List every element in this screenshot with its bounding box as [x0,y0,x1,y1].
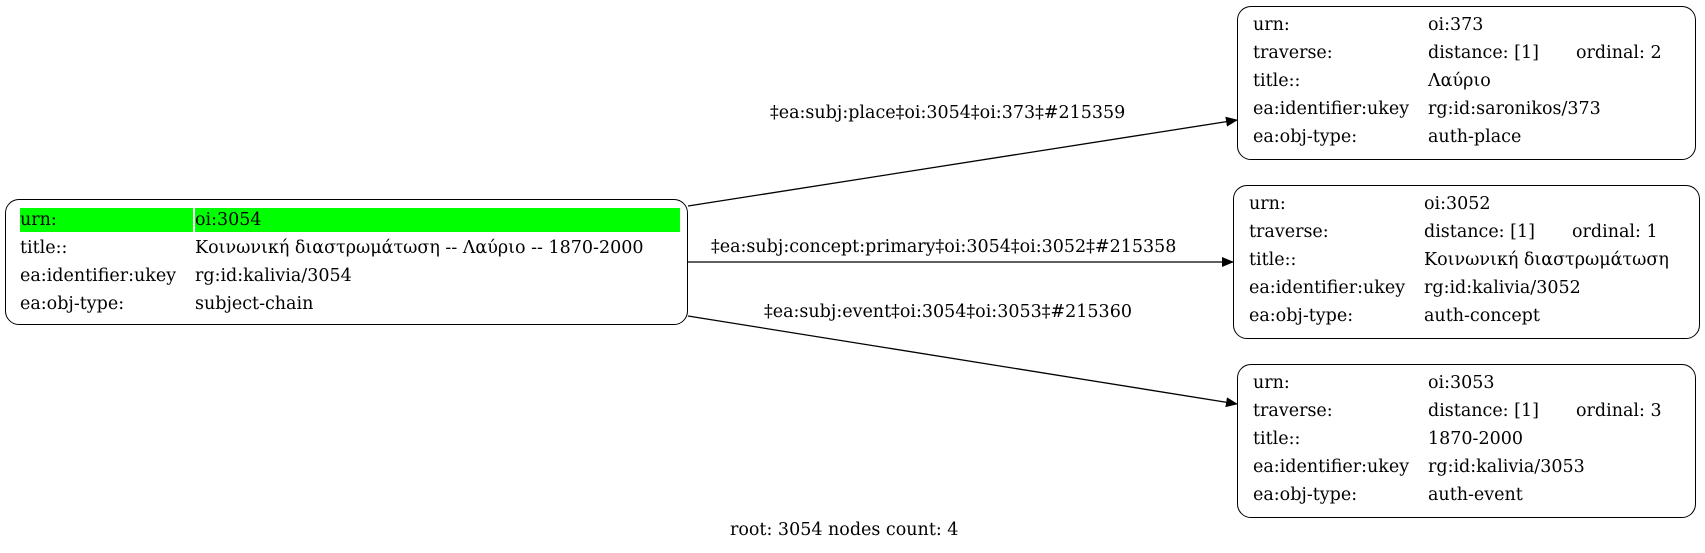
ordinal-value: ordinal: 3 [1576,401,1662,421]
edge-label-place: ‡ea:subj:place‡oi:3054‡oi:373‡#215359 [770,103,1126,123]
urn-key: urn: [1253,373,1290,393]
urn-value: oi:373 [1428,15,1484,35]
title-value: Κοινωνική διαστρωμάτωση -- Λαύριο -- 187… [195,238,644,258]
distance-value: distance: [1] [1424,222,1535,242]
node-place[interactable]: urn: oi:373 traverse: distance: [1] ordi… [1237,6,1696,160]
ukey-key: ea:identifier:ukey [1249,278,1406,298]
title-key: title:: [1249,250,1297,270]
type-key: ea:obj-type: [1249,306,1354,326]
urn-key: urn: [1249,194,1286,214]
title-key: title:: [1253,429,1301,449]
ukey-key: ea:identifier:ukey [20,266,177,286]
ordinal-value: ordinal: 2 [1576,43,1662,63]
node-event[interactable]: urn: oi:3053 traverse: distance: [1] ord… [1237,364,1696,518]
type-value: auth-concept [1424,306,1540,326]
edge-event [687,315,1238,408]
distance-value: distance: [1] [1428,401,1539,421]
traverse-key: traverse: [1253,401,1333,421]
title-key: title:: [1253,71,1301,91]
title-value: Λαύριο [1428,71,1491,91]
title-key: title:: [20,238,68,258]
ukey-value: rg:id:saronikos/373 [1428,99,1601,119]
graph-footer: root: 3054 nodes count: 4 [730,520,959,540]
type-key: ea:obj-type: [20,294,125,314]
edge-label-event: ‡ea:subj:event‡oi:3054‡oi:3053‡#215360 [764,302,1132,322]
urn-key: urn: [1253,15,1290,35]
title-value: 1870-2000 [1428,429,1523,449]
ukey-value: rg:id:kalivia/3052 [1424,278,1581,298]
edge-place [687,116,1238,207]
title-value: Κοινωνική διαστρωμάτωση [1424,250,1669,270]
ordinal-value: ordinal: 1 [1572,222,1658,242]
type-key: ea:obj-type: [1253,485,1358,505]
urn-value: oi:3054 [195,208,680,232]
type-key: ea:obj-type: [1253,127,1358,147]
traverse-key: traverse: [1249,222,1329,242]
node-concept[interactable]: urn: oi:3052 traverse: distance: [1] ord… [1233,185,1700,339]
urn-value: oi:3053 [1428,373,1495,393]
row-urn: urn: oi:3054 [20,208,680,232]
type-value: auth-place [1428,127,1522,147]
edge-label-concept: ‡ea:subj:concept:primary‡oi:3054‡oi:3052… [711,237,1177,257]
ukey-value: rg:id:kalivia/3053 [1428,457,1585,477]
urn-key: urn: [20,208,193,232]
urn-value: oi:3052 [1424,194,1491,214]
ukey-key: ea:identifier:ukey [1253,457,1410,477]
type-value: auth-event [1428,485,1523,505]
ukey-value: rg:id:kalivia/3054 [195,266,352,286]
type-value: subject-chain [195,294,314,314]
distance-value: distance: [1] [1428,43,1539,63]
root-node[interactable]: urn: oi:3054 title:: Κοινωνική διαστρωμά… [5,199,688,325]
ukey-key: ea:identifier:ukey [1253,99,1410,119]
traverse-key: traverse: [1253,43,1333,63]
